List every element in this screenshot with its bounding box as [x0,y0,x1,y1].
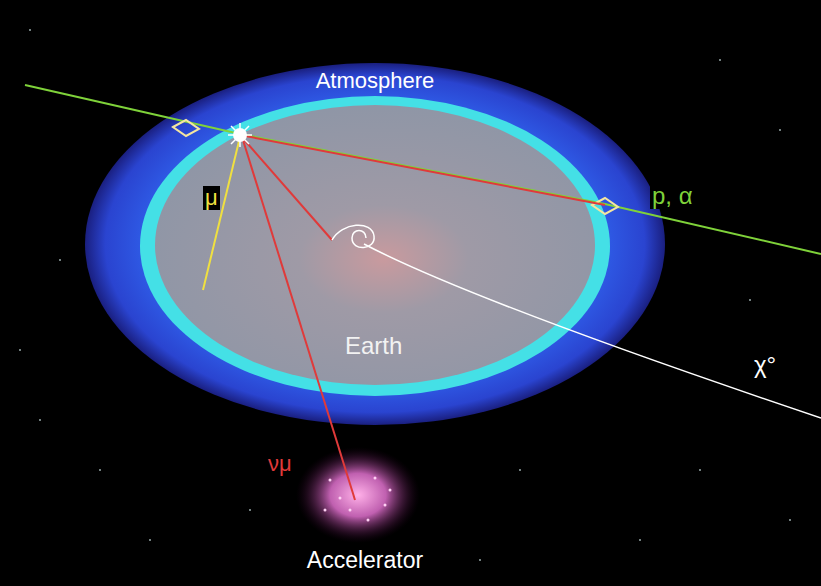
particle-label: νμ [266,452,294,476]
cosmic-ray-diamond [592,198,618,214]
interaction-burst [228,123,252,147]
neutralino-spiral [332,225,374,247]
particle-label: χ° [752,352,778,378]
node-label: Accelerator [307,548,423,573]
accelerator-node: Accelerator [280,440,450,580]
red-track [240,135,605,205]
muon-track [203,137,240,290]
particle-label: μ [203,186,220,210]
neutralino-track [364,244,821,418]
node-label: Earth [345,333,402,359]
atmosphere-band: AtmosphereEarth [85,63,665,425]
neutrino-track [243,140,355,500]
cosmic-ray-diamond [173,120,199,136]
cosmic-ray-track [25,85,821,254]
particle-label: p, α [650,183,695,209]
earth-circle: Earth [155,105,595,385]
stars [19,29,791,561]
red-track [240,135,332,240]
node-label: Atmosphere [316,69,435,93]
